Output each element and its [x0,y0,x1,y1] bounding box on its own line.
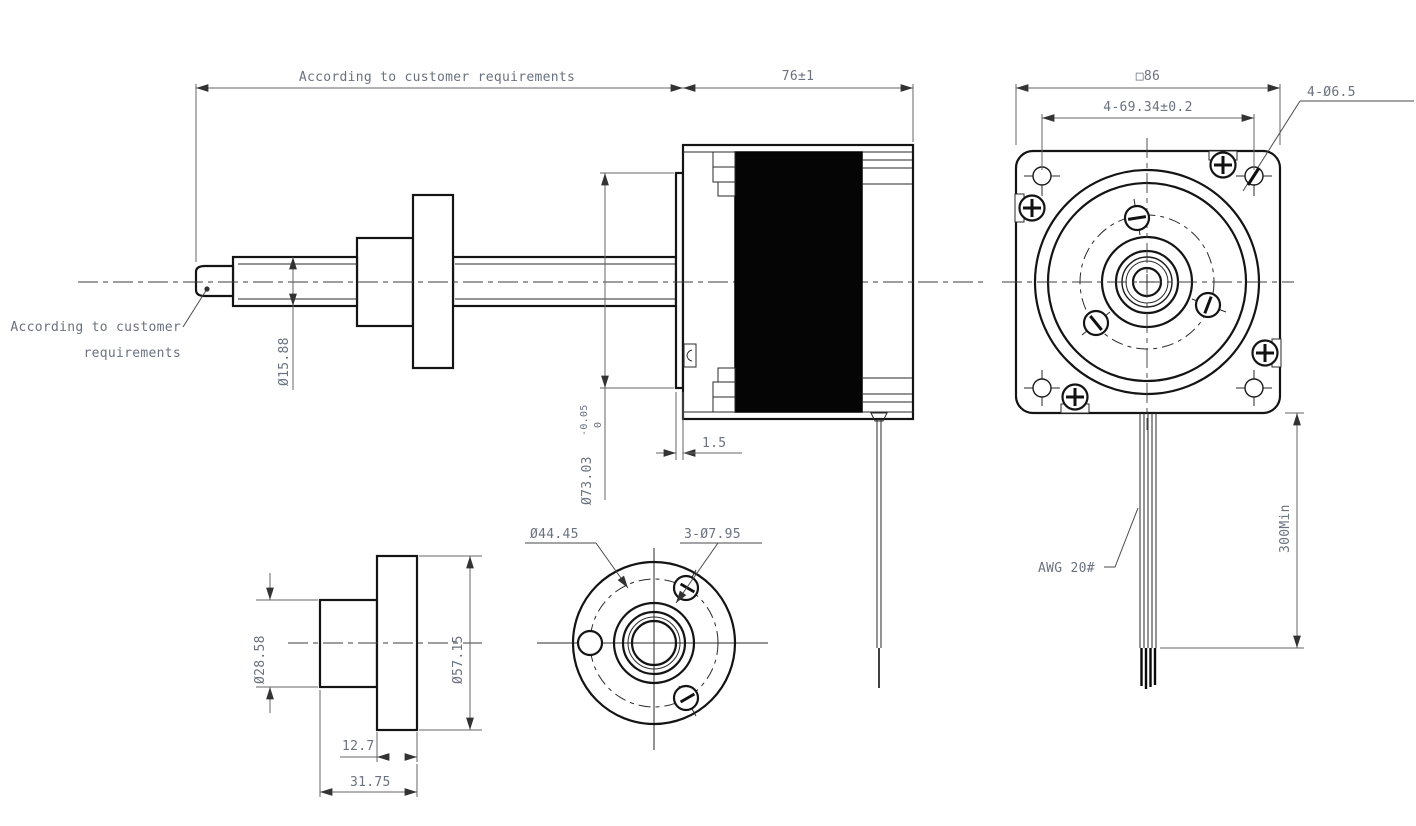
dim-mounting-holes: 4-Ø6.5 [1307,85,1356,100]
leader-dot [204,286,210,292]
side-view [78,143,988,688]
phillips-screw-icon [1209,151,1237,179]
wire-gauge-leader [1104,507,1139,568]
flange-bolt-hole [576,629,604,657]
note-shaft-tip-line2: requirements [83,346,181,361]
dim-shaft-diameter: Ø15.88 [277,337,292,386]
dim-bolt-holes: 3-Ø7.95 [684,527,741,542]
phillips-screw-icon [1061,383,1089,411]
dim-frame-size: □86 [1136,69,1160,84]
rotor-screws [1081,198,1227,337]
flange-bore-circle [630,619,678,667]
flange-hub-circle [612,601,696,685]
flange-side-detail: Ø28.58 Ø57.15 12.7 31.75 [253,554,482,797]
mounting-hole [1032,378,1052,398]
phillips-screw-icon [1251,339,1279,367]
shaft-tip-stub [194,264,235,298]
side-view-lead-wire [870,412,888,688]
dim-flange-diameter: Ø57.15 [451,635,466,684]
side-view-dimensions: According to customer requirements 76±1 … [10,69,914,505]
note-shaft-tip-line1: According to customer [10,320,181,335]
bolt-hole-leader [675,542,719,604]
dim-wire-length: 300Min [1278,504,1293,553]
label-wire-gauge: AWG 20# [1038,561,1095,576]
mounting-hole [1244,378,1264,398]
dim-bolt-circle-diameter: Ø44.45 [530,527,579,542]
shaft-flange-disc [411,193,455,370]
stator-stack [734,151,863,413]
bolt-circle-leader [595,542,629,589]
front-view-lead-wires [1139,413,1157,689]
dim-pilot-tol-lower: -0.05 [579,404,590,436]
dim-hole-spacing: 4-69.34±0.2 [1103,100,1192,115]
dim-hub-length: 12.7 [342,739,375,754]
front-endcap-steps [712,151,736,413]
flange-face-detail: Ø44.45 3-Ø7.95 [525,527,768,750]
front-view-dimensions: □86 4-69.34±0.2 4-Ø6.5 AWG 20# 300Min [1015,69,1414,649]
dim-pilot-height: 1.5 [702,436,726,451]
face-screw [683,343,697,368]
dim-pilot-diameter: Ø73.03 [580,456,595,505]
dim-total-length: 31.75 [350,775,391,790]
cover-screws [1014,150,1282,414]
front-view [1002,138,1294,689]
rear-endcap-steps [862,159,912,403]
dim-motor-length: 76±1 [782,69,815,84]
phillips-screw-icon [1018,194,1046,222]
flange-hub [318,598,379,689]
dim-hub-diameter: Ø28.58 [253,635,268,684]
dim-pilot-tol-upper: 0 [593,422,604,428]
dim-overall-length: According to customer requirements [299,70,575,85]
